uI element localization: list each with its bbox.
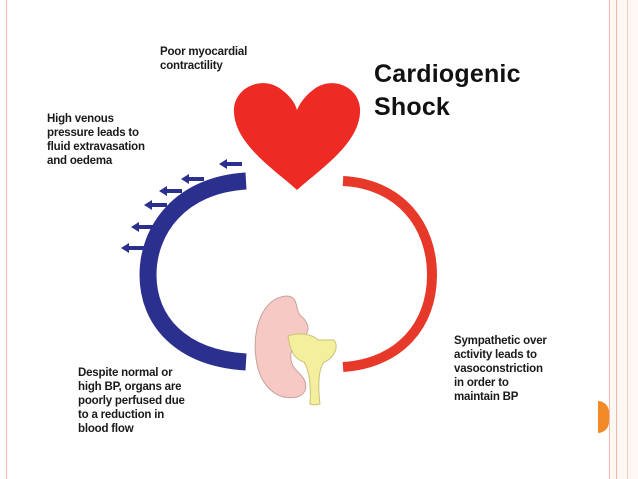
kidney-icon — [254, 295, 337, 406]
arrow-left-icon — [131, 222, 154, 232]
sympathetic-label: Sympathetic over activity leads to vasoc… — [454, 335, 547, 403]
diagram-title: Cardiogenic Shock — [374, 60, 521, 121]
slide-bullet-marker — [598, 401, 609, 433]
venous-pressure-label: High venous pressure leads to fluid extr… — [47, 113, 145, 167]
right-decorative-band — [609, 0, 638, 479]
left-border-rule — [6, 0, 7, 479]
fluid-extravasation-arrows — [121, 159, 242, 253]
arrow-left-icon — [181, 174, 204, 184]
arterial-arc — [342, 176, 438, 372]
right-band-line-2 — [627, 0, 628, 479]
arrow-left-icon — [121, 243, 144, 253]
arrow-left-icon — [144, 200, 167, 210]
venous-return-arc — [139, 172, 247, 371]
right-band-line — [616, 0, 617, 479]
arrow-left-icon — [159, 186, 182, 196]
arrow-left-icon — [219, 159, 242, 169]
heart-icon — [233, 83, 361, 190]
perfusion-label: Despite normal or high BP, organs are po… — [78, 367, 185, 435]
contractility-label: Poor myocardial contractility — [160, 46, 248, 72]
